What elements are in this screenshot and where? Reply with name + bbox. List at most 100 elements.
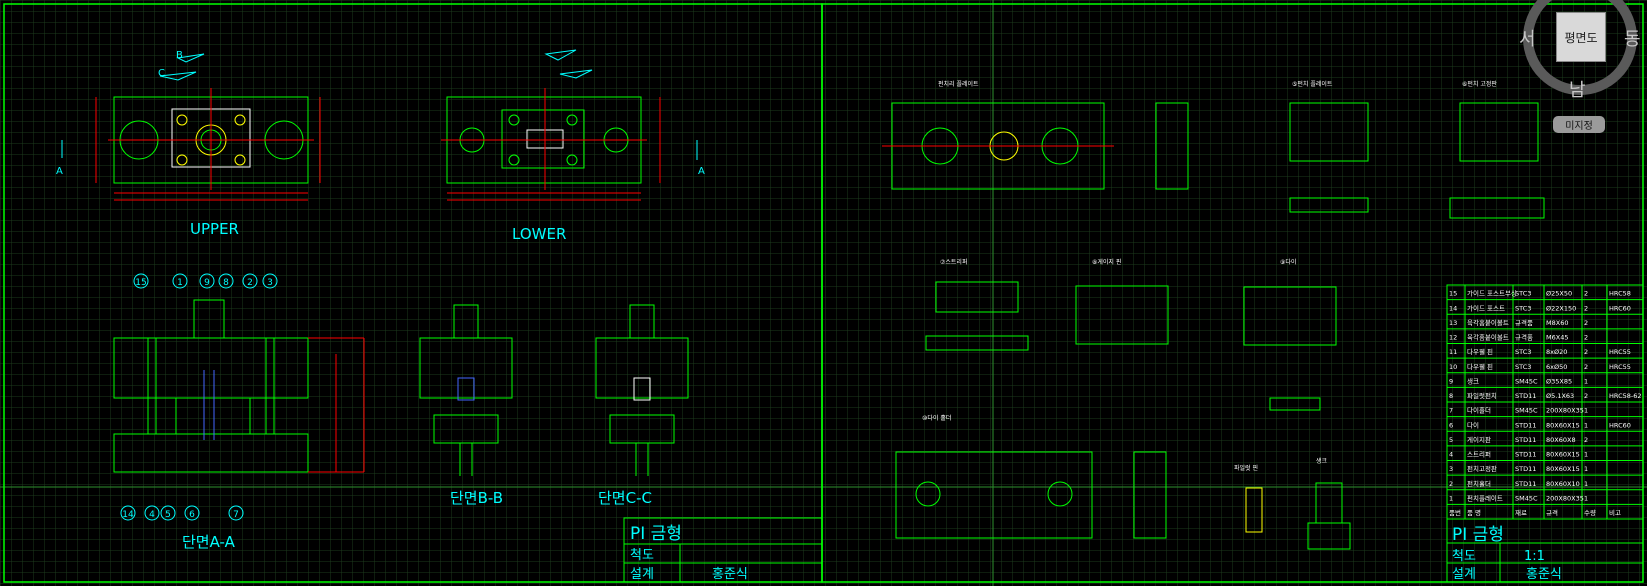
svg-text:8: 8 [1449,392,1453,400]
left-design-label: 설계 [630,567,654,582]
balloon-3: 3 [262,273,278,289]
svg-text:규격: 규격 [1546,509,1558,517]
svg-text:1: 1 [177,278,183,288]
left-title-text: PI 금형 [630,524,682,544]
view-title: 파일럿 핀 [1234,464,1258,472]
svg-text:파일럿펀치: 파일럿펀치 [1467,391,1497,400]
svg-text:2: 2 [247,278,253,288]
svg-text:2: 2 [1584,304,1588,312]
svg-text:Ø5.1X63: Ø5.1X63 [1546,392,1574,400]
section-c-label: 단면C-C [598,489,652,507]
svg-text:2: 2 [1584,290,1588,298]
svg-text:Ø25X50: Ø25X50 [1546,290,1572,298]
svg-text:2: 2 [1584,392,1588,400]
svg-text:HRC60: HRC60 [1609,304,1631,312]
section-a-view [113,299,365,473]
svg-text:7: 7 [1449,407,1453,415]
svg-text:HRC60: HRC60 [1609,421,1631,429]
svg-text:펀치홀더: 펀치홀더 [1467,479,1491,488]
svg-text:2: 2 [1584,319,1588,327]
section-a-label: 단면A-A [182,533,236,551]
lower-view [441,49,698,201]
wcs-menu-button[interactable]: 미지정 [1553,116,1605,133]
svg-text:M8X60: M8X60 [1546,319,1568,327]
svg-text:STD11: STD11 [1515,421,1536,429]
table-row: 14 가이드 포스트 STC3 Ø22X150 2 HRC60 [1449,303,1631,312]
svg-text:STC3: STC3 [1515,348,1531,356]
section-c-view [595,304,689,476]
balloon-9: 9 [199,273,215,289]
svg-text:펀치플레이트: 펀치플레이트 [1467,493,1503,502]
svg-text:STD11: STD11 [1515,465,1536,473]
viewcube-west-label[interactable]: 서 [1519,29,1536,50]
left-scale-label: 척도 [630,548,654,563]
view-title: ⑧게이지 핀 [1092,258,1121,266]
svg-text:Ø22X150: Ø22X150 [1546,304,1576,312]
viewcube-top-face[interactable]: 평면도 [1556,12,1606,62]
svg-text:비고: 비고 [1609,508,1621,517]
svg-text:80X60X15: 80X60X15 [1546,421,1580,429]
svg-text:가이드 포스트: 가이드 포스트 [1467,303,1505,312]
right-scale-value: 1:1 [1524,549,1545,564]
viewcube-south-label[interactable]: 남 [1569,80,1586,101]
svg-text:STD11: STD11 [1515,480,1536,488]
svg-text:HRC55: HRC55 [1609,363,1631,371]
balloon-8: 8 [218,273,234,289]
svg-text:2: 2 [1584,348,1588,356]
svg-text:STD11: STD11 [1515,436,1536,444]
svg-text:품번: 품번 [1449,508,1461,517]
cut-marker-a-left: A [56,166,63,177]
view-title: ⑤펀치 플레이트 [1292,80,1333,88]
svg-text:9: 9 [1449,377,1453,385]
svg-text:2: 2 [1584,334,1588,342]
svg-text:10: 10 [1449,363,1457,371]
svg-text:다이: 다이 [1467,420,1479,429]
svg-text:STD11: STD11 [1515,392,1536,400]
svg-text:1: 1 [1584,407,1588,415]
svg-text:게이지판: 게이지판 [1467,435,1491,444]
svg-text:STC3: STC3 [1515,304,1531,312]
svg-text:80X60X15: 80X60X15 [1546,465,1580,473]
viewcube-east-label[interactable]: 동 [1624,29,1641,50]
svg-text:다우웰 핀: 다우웰 핀 [1467,362,1493,371]
svg-text:8: 8 [223,278,229,288]
section-b-view [419,304,513,476]
svg-text:5: 5 [1449,436,1453,444]
svg-text:STC3: STC3 [1515,290,1531,298]
svg-text:2: 2 [1449,480,1453,488]
section-b-label: 단면B-B [450,489,503,507]
balloon-5: 5 [160,505,176,521]
viewcube-compass-ring[interactable] [1523,0,1637,95]
svg-text:14: 14 [1449,304,1457,312]
svg-text:육각홈붙이볼트: 육각홈붙이볼트 [1467,333,1509,342]
svg-text:다우웰 핀: 다우웰 핀 [1467,347,1493,356]
svg-text:1: 1 [1584,451,1588,459]
svg-text:M6X45: M6X45 [1546,334,1568,342]
right-designer-name: 홍준식 [1526,567,1562,582]
svg-text:3: 3 [267,278,273,288]
svg-text:STC3: STC3 [1515,363,1531,371]
svg-text:6: 6 [1449,421,1453,429]
view-title: 생크 [1316,457,1328,465]
svg-text:HRC55: HRC55 [1609,348,1631,356]
svg-text:1: 1 [1584,465,1588,473]
svg-text:재료: 재료 [1515,509,1527,517]
svg-text:수량: 수량 [1584,509,1596,517]
svg-text:SM45C: SM45C [1515,494,1538,502]
svg-text:2: 2 [1584,436,1588,444]
svg-text:15: 15 [1449,290,1457,298]
